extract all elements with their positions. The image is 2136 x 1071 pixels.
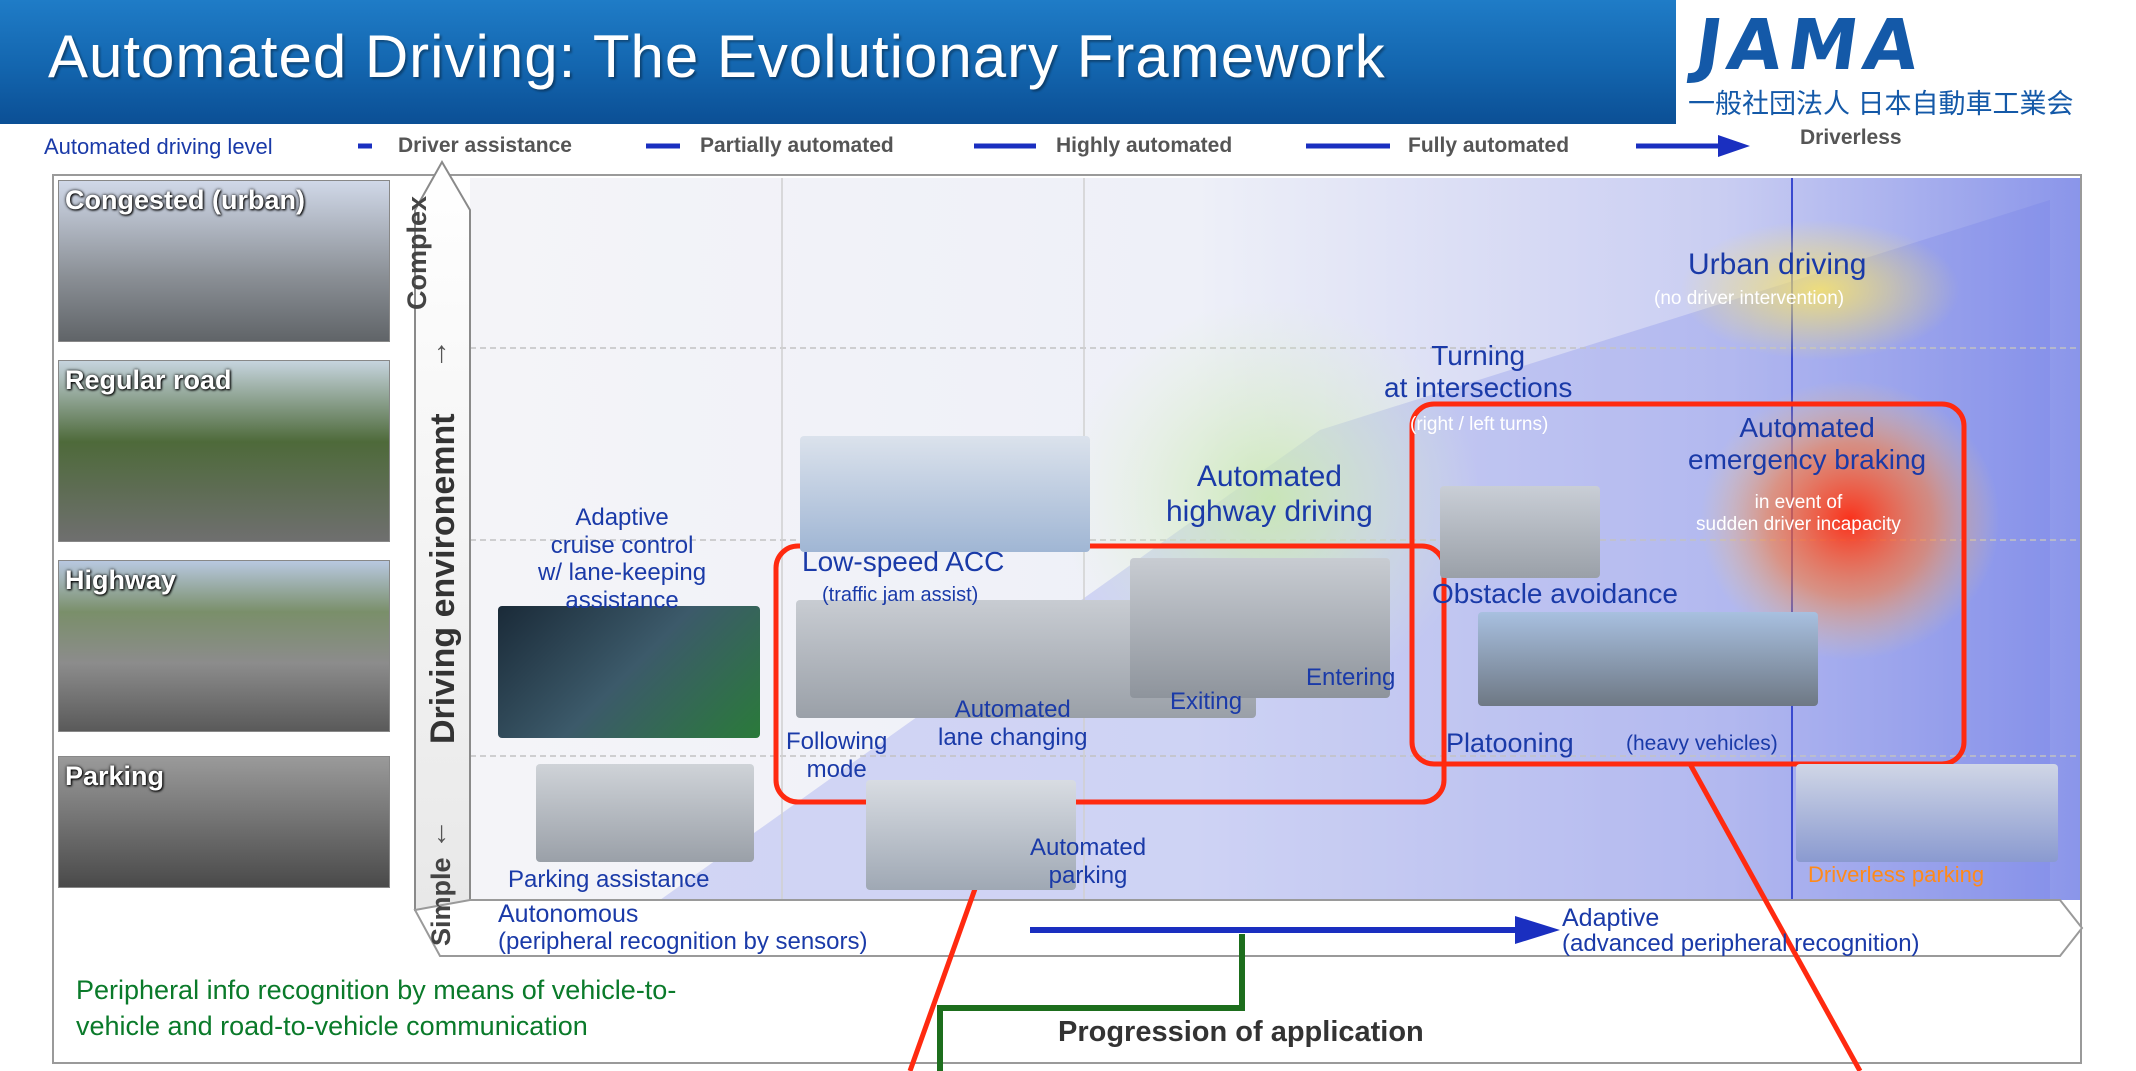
image-driverless-parking: [1796, 764, 2058, 862]
logo-area: [1676, 0, 2136, 124]
env-label-congested-urban: Congested (urban): [65, 185, 305, 215]
photo-parking: Parking: [58, 756, 390, 888]
level-highly-automated: Highly automated: [1056, 134, 1233, 157]
label-urban-driving: Urban driving: [1688, 248, 1867, 281]
level-arrows: [358, 135, 1750, 157]
label-low-speed-acc: Low-speed ACC: [802, 546, 1005, 577]
label-adaptive: Adaptive: [1562, 904, 1660, 932]
label-automated-lane-changing: Automated lane changing: [938, 696, 1088, 751]
label-automated-parking: Automated parking: [1030, 834, 1147, 889]
image-car-sensing: [800, 436, 1090, 552]
label-automated-emergency-braking: Automated emergency braking: [1688, 412, 1927, 476]
label-adaptive-cruise-control: Adaptive cruise control w/ lane-keeping …: [538, 504, 707, 614]
label-obstacle-avoidance: Obstacle avoidance: [1432, 578, 1678, 609]
label-parking-assistance: Parking assistance: [508, 866, 710, 893]
photo-highway: Highway: [58, 560, 390, 732]
label-entering: Entering: [1306, 664, 1396, 691]
level-fully-automated: Fully automated: [1408, 134, 1570, 157]
label-autonomous: Autonomous: [498, 900, 639, 928]
image-obstacle-car: [1440, 486, 1600, 578]
image-platooning-trucks: [1478, 612, 1818, 706]
label-driverless-parking: Driverless parking: [1808, 862, 1985, 887]
label-traffic-jam-assist: (traffic jam assist): [822, 584, 979, 606]
label-autonomous-sub: (peripheral recognition by sensors): [498, 928, 868, 955]
image-highway-exit: [1130, 558, 1390, 698]
label-following-mode: Following mode: [786, 728, 888, 783]
image-acc-car: [498, 606, 760, 738]
label-emergency-sub: in event of sudden driver incapacity: [1696, 492, 1901, 535]
axis-complex: Complex: [402, 195, 432, 310]
label-adaptive-sub: (advanced peripheral recognition): [1562, 930, 1920, 957]
label-platooning: Platooning: [1446, 728, 1574, 758]
label-urban-sub: (no driver intervention): [1654, 288, 1845, 309]
label-progression-of-application: Progression of application: [1058, 1016, 1424, 1048]
logo-subtitle: 一般社団法人 日本自動車工業会: [1688, 89, 2074, 119]
down-arrow-icon: ↓: [434, 816, 449, 849]
up-arrow-icon: ↑: [434, 336, 449, 369]
image-smartphone-parking: [866, 780, 1076, 890]
page-title: Automated Driving: The Evolutionary Fram…: [48, 23, 1386, 90]
env-label-regular-road: Regular road: [65, 365, 232, 395]
label-platooning-sub: (heavy vehicles): [1626, 732, 1778, 755]
env-label-parking: Parking: [65, 761, 165, 791]
level-driver-assistance: Driver assistance: [398, 134, 572, 157]
automation-level-bar: Automated driving level Driver assistanc…: [0, 124, 2136, 172]
photo-congested-urban: Congested (urban): [58, 180, 390, 342]
label-v2x-communication: Peripheral info recognition by means of …: [76, 975, 677, 1042]
label-automated-highway-driving: Automated highway driving: [1166, 460, 1373, 528]
env-label-highway: Highway: [65, 565, 177, 595]
label-turns-sub: (right / left turns): [1410, 414, 1549, 435]
label-exiting: Exiting: [1170, 688, 1243, 715]
level-bar-label: Automated driving level: [44, 134, 273, 159]
label-turning-at-intersections: Turning at intersections: [1384, 340, 1573, 404]
image-parking-assist: [536, 764, 754, 862]
level-driverless: Driverless: [1800, 126, 1902, 149]
photo-regular-road: Regular road: [58, 360, 390, 542]
level-partially-automated: Partially automated: [700, 134, 894, 157]
